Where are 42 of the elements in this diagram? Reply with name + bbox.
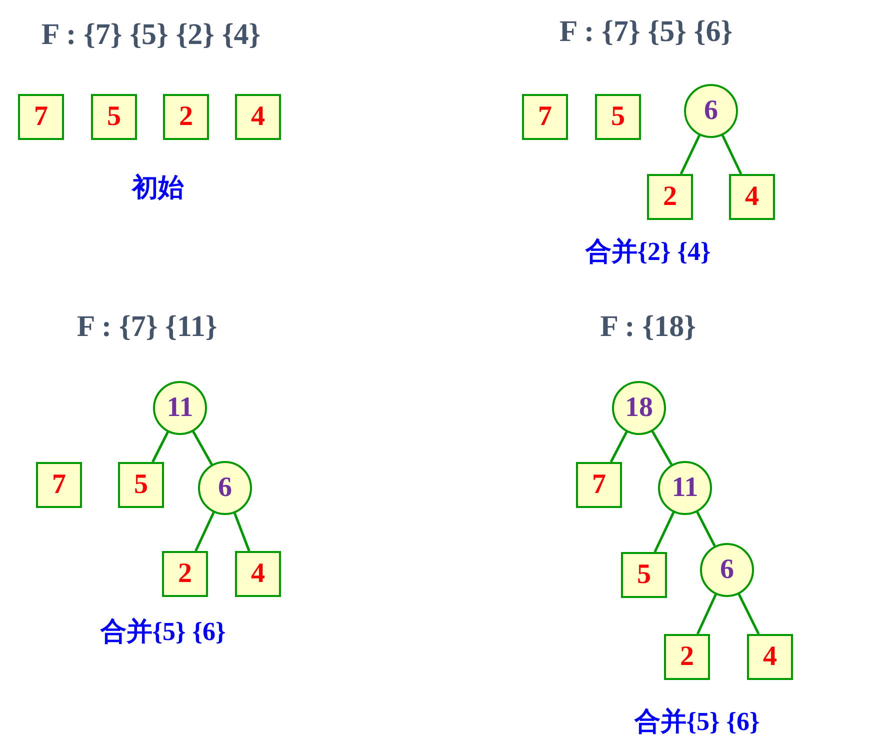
connector-line (610, 431, 628, 463)
connector-line (234, 512, 250, 552)
step-caption: 合并{5} {6} (634, 706, 760, 738)
tree-node-circle: 11 (153, 381, 207, 435)
connector-line (651, 430, 673, 466)
weight-box: 2 (647, 174, 693, 220)
forest-heading: F : {7} {5} {2} {4} (41, 18, 261, 52)
connector-line (654, 512, 675, 553)
weight-box: 2 (162, 551, 208, 597)
weight-box: 5 (595, 94, 641, 140)
weight-box: 5 (621, 552, 667, 598)
forest-heading: F : {18} (600, 310, 696, 344)
step-caption: 合并{2} {4} (585, 236, 711, 268)
weight-box: 5 (91, 94, 137, 140)
weight-box: 4 (729, 174, 775, 220)
weight-box: 2 (163, 94, 209, 140)
weight-box: 4 (235, 94, 281, 140)
tree-node-circle: 6 (198, 461, 252, 515)
forest-heading: F : {7} {11} (76, 310, 218, 344)
connector-line (738, 594, 760, 635)
step-caption: 初始 (132, 172, 184, 204)
connector-line (722, 134, 742, 175)
step-caption: 合并{5} {6} (100, 616, 226, 648)
weight-box: 4 (235, 551, 281, 597)
connector-line (152, 432, 169, 463)
tree-node-circle: 6 (684, 84, 738, 138)
connector-line (194, 512, 215, 552)
weight-box: 7 (18, 94, 64, 140)
weight-box: 2 (664, 634, 710, 680)
connector-line (680, 134, 700, 175)
weight-box: 7 (522, 94, 568, 140)
tree-node-circle: 6 (700, 543, 754, 597)
weight-box: 5 (118, 462, 164, 508)
connector-line (192, 430, 213, 466)
tree-node-circle: 11 (658, 461, 712, 515)
connector-line (696, 594, 717, 635)
tree-node-circle: 18 (612, 381, 666, 435)
weight-box: 4 (747, 634, 793, 680)
forest-heading: F : {7} {5} {6} (559, 15, 733, 49)
weight-box: 7 (36, 462, 82, 508)
weight-box: 7 (576, 462, 622, 508)
connector-line (696, 511, 716, 547)
